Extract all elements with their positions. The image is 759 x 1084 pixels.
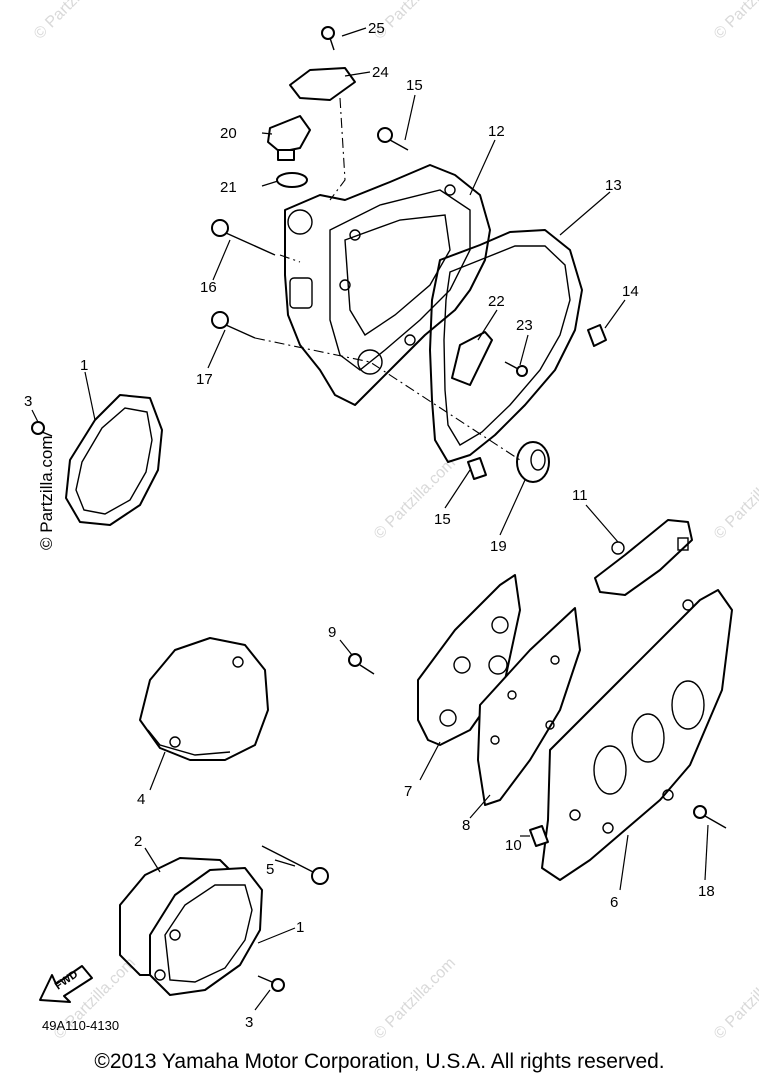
bracket-12 [594,519,693,596]
callout-label: 9 [328,624,336,641]
callout-label: 8 [462,817,470,834]
callout-label: 15 [434,511,451,528]
copyright-notice: ©2013 Yamaha Motor Corporation, U.S.A. A… [94,1050,665,1073]
callout-label: 1 [80,357,88,374]
gasket-8 [477,607,581,806]
oil-seal-19 [516,441,550,483]
cover-6 [541,589,733,881]
watermark: © Partzilla.com [711,0,759,43]
callout-label: 10 [505,837,522,854]
crankcase-cover-13 [284,164,491,406]
plug-10 [529,825,549,847]
callout-label: 22 [488,293,505,310]
watermark: © Partzilla.com [371,955,459,1043]
callout-label: 18 [698,883,715,900]
callout-label: 13 [605,177,622,194]
callout-label: 6 [610,894,618,911]
callout-label: 25 [368,20,385,37]
plug-15-lower [467,457,487,480]
watermark: © Partzilla.com [711,955,759,1043]
cover-4 [139,637,269,761]
watermark-vertical: © Partzilla.com [37,435,56,550]
watermark: © Partzilla.com [371,455,459,543]
callout-label: 3 [24,393,32,410]
leader-lines [31,27,709,1011]
oil-filler-cap-20 [267,115,311,161]
bolt-3-lower [257,975,285,992]
callout-label: 2 [134,833,142,850]
callout-label: 3 [245,1014,253,1031]
callout-label: 15 [406,77,423,94]
callout-label: 23 [516,317,533,334]
watermark-layer: © Partzilla.com © Partzilla.com © Partzi… [31,0,759,1043]
bolt-25 [321,26,335,51]
gasket-14 [429,229,583,463]
watermark: © Partzilla.com [711,455,759,543]
callout-label: 24 [372,64,389,81]
callout-label: 19 [490,538,507,555]
centerline [329,97,346,201]
callout-label: 4 [137,791,145,808]
o-ring-21 [276,172,308,188]
callout-label: 11 [572,487,588,504]
plug-15-upper [587,324,607,347]
callout-label: 12 [488,123,505,140]
plate-22 [451,331,493,386]
gasket-1-upper [65,394,163,526]
bolt-9 [348,653,375,675]
diagram-code: 49A110-4130 [42,1018,119,1033]
callout-label: 1 [296,919,304,936]
bolt-16 [211,219,276,256]
watermark: © Partzilla.com [31,0,119,43]
bolt-5 [261,845,329,885]
screw-23 [504,361,528,377]
callout-label: 17 [196,371,213,388]
bolt-3-upper [31,421,53,437]
bracket-24 [289,67,356,101]
callout-label: 14 [622,283,639,300]
callout-label: 7 [404,783,412,800]
centerline [279,254,301,263]
bolt-18 [377,127,409,151]
bolt-11 [693,805,727,829]
callout-label: 16 [200,279,217,296]
callout-label: 20 [220,125,237,142]
cover-1-lower [149,867,263,996]
bolt-17 [211,311,256,339]
callout-label: 5 [266,861,274,878]
callout-labels: 25 24 15 20 21 12 13 14 22 23 16 17 1 3 … [24,20,715,1031]
callout-label: 21 [220,179,237,196]
